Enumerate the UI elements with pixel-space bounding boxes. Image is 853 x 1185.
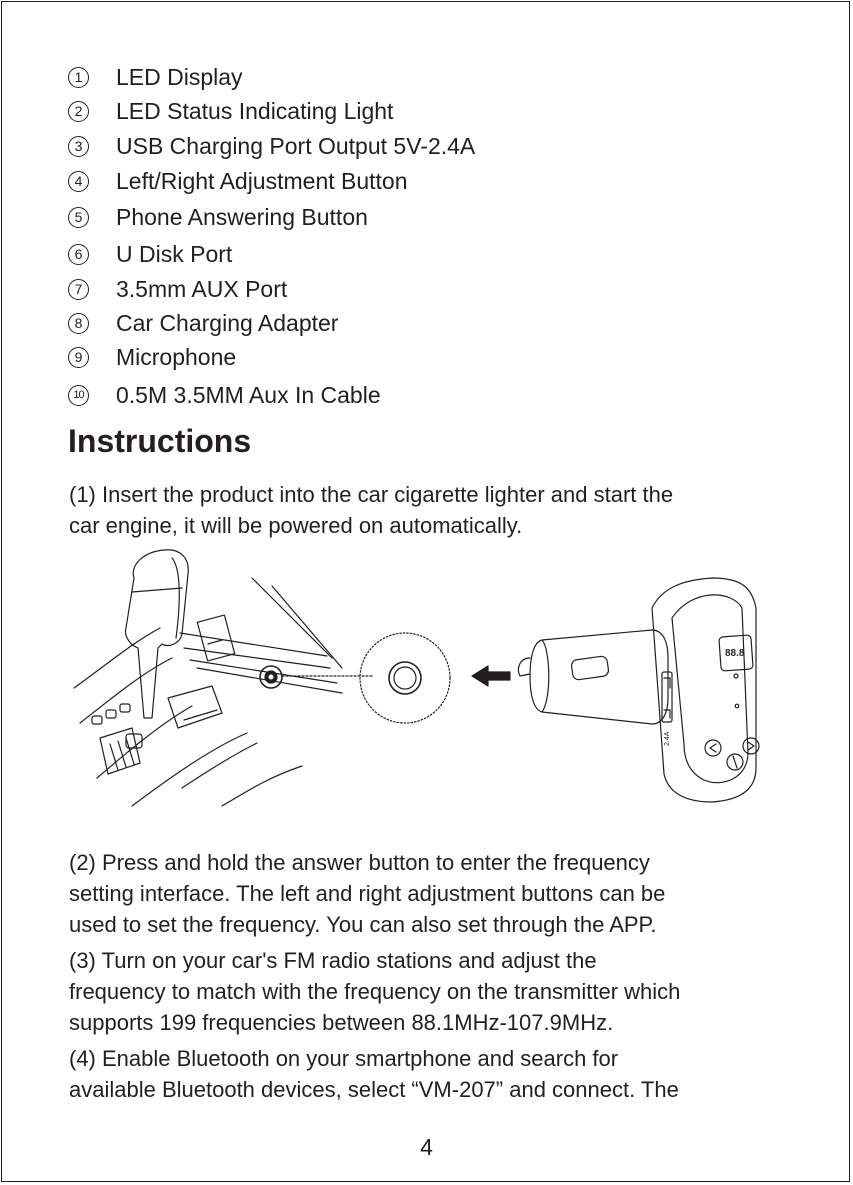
part-label: Microphone — [116, 343, 237, 370]
step-line: used to set the frequency. You can also … — [69, 912, 657, 937]
car-console-drawing — [73, 549, 343, 807]
instruction-step-3: (3) Turn on your car's FM radio stations… — [69, 945, 680, 1038]
instruction-step-1: (1) Insert the product into the car ciga… — [69, 479, 673, 541]
step-line: car engine, it will be powered on automa… — [69, 513, 523, 538]
part-label: LED Display — [116, 63, 243, 90]
part-item-5: 5 Phone Answering Button — [68, 201, 368, 233]
part-label: Left/Right Adjustment Button — [116, 167, 408, 194]
part-number: 10 — [68, 384, 89, 406]
part-number: 2 — [68, 100, 89, 122]
part-item-9: 9 Microphone — [68, 341, 236, 373]
step-line: (4) Enable Bluetooth on your smartphone … — [69, 1046, 619, 1071]
part-number: 6 — [68, 243, 89, 265]
part-label: Car Charging Adapter — [116, 309, 339, 336]
insert-arrow-icon — [471, 665, 511, 687]
product-installation-illustration: 88.8 2.4A — [73, 549, 760, 807]
zoom-circle — [359, 632, 451, 724]
part-number: 9 — [68, 346, 89, 368]
part-label: 3.5mm AUX Port — [116, 275, 288, 302]
part-label: Phone Answering Button — [116, 203, 368, 230]
car-charger-drawing: 88.8 2.4A — [517, 577, 760, 803]
usb-port-label: 2.4A — [664, 731, 671, 746]
step-line: (3) Turn on your car's FM radio stations… — [69, 948, 597, 973]
part-label: U Disk Port — [116, 240, 233, 267]
instruction-step-2: (2) Press and hold the answer button to … — [69, 847, 665, 940]
part-label: USB Charging Port Output 5V-2.4A — [116, 132, 476, 159]
socket-outer-ring — [388, 661, 422, 695]
part-number: 7 — [68, 278, 89, 300]
step-line: frequency to match with the frequency on… — [69, 979, 681, 1004]
led-display-digits: 88.8 — [725, 648, 745, 659]
part-number: 3 — [68, 135, 89, 157]
part-number: 5 — [68, 206, 89, 228]
part-item-1: 1 LED Display — [68, 61, 243, 93]
part-number: 8 — [68, 312, 89, 334]
step-line: (2) Press and hold the answer button to … — [69, 850, 650, 875]
part-label: 0.5M 3.5MM Aux In Cable — [116, 381, 381, 408]
part-item-2: 2 LED Status Indicating Light — [68, 95, 393, 127]
step-line: setting interface. The left and right ad… — [69, 881, 666, 906]
part-item-10: 10 0.5M 3.5MM Aux In Cable — [68, 379, 381, 411]
part-item-6: 6 U Disk Port — [68, 238, 232, 270]
part-label: LED Status Indicating Light — [116, 97, 394, 124]
part-number: 1 — [68, 66, 89, 88]
instruction-step-4: (4) Enable Bluetooth on your smartphone … — [69, 1043, 679, 1105]
instructions-title: Instructions — [68, 423, 252, 459]
page-number: 4 — [420, 1134, 433, 1160]
part-item-4: 4 Left/Right Adjustment Button — [68, 165, 408, 197]
socket-inner-ring — [393, 666, 417, 690]
step-line: supports 199 frequencies between 88.1MHz… — [69, 1010, 614, 1035]
part-item-7: 7 3.5mm AUX Port — [68, 273, 287, 305]
step-line: (1) Insert the product into the car ciga… — [69, 482, 674, 507]
step-line: available Bluetooth devices, select “VM-… — [69, 1077, 679, 1102]
part-item-8: 8 Car Charging Adapter — [68, 307, 338, 339]
part-number: 4 — [68, 170, 89, 192]
part-item-3: 3 USB Charging Port Output 5V-2.4A — [68, 130, 475, 162]
